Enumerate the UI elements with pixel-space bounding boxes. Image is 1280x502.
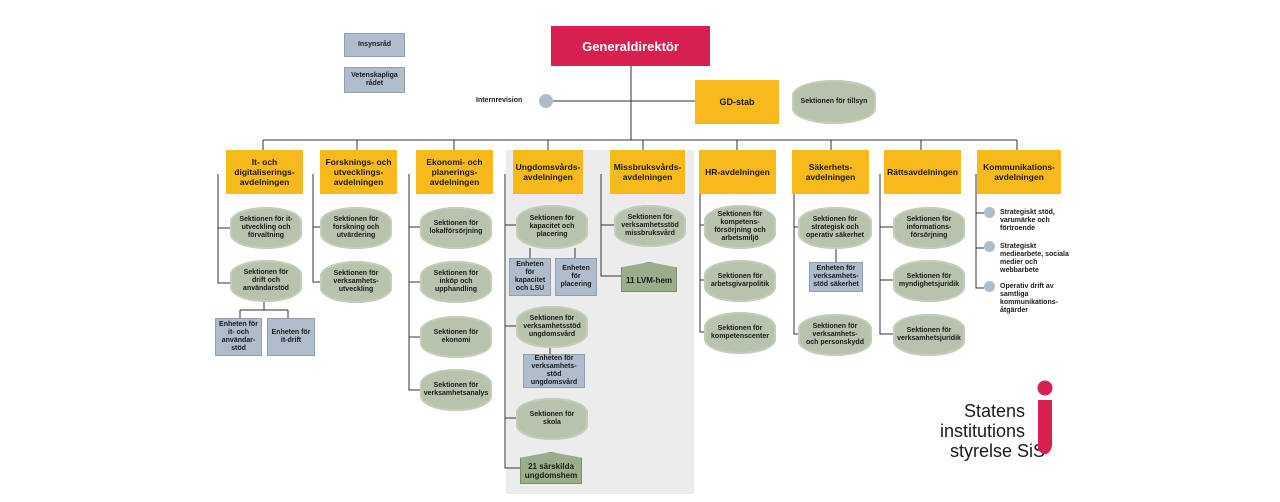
ung-unit-placering[interactable]: Enheten för placering	[555, 258, 597, 296]
sak-unit-verksamhetsstod[interactable]: Enheten för verksamhets-stöd säkerhet	[809, 262, 863, 292]
kom-item-2: Strategiskt mediearbete, sociala medier …	[1000, 243, 1069, 274]
kom-item-1: Strategiskt stöd, varumärke och förtroen…	[1000, 209, 1055, 232]
logo-i-mark-icon	[1037, 380, 1053, 455]
ung-section-skola[interactable]: Sektionen för skola	[516, 398, 588, 440]
dept-it[interactable]: It- och digitaliserings-avdelningen	[226, 150, 303, 194]
gd-stab-box[interactable]: GD-stab	[695, 80, 779, 124]
kom-item-3: Operativ drift av samtliga kommunikation…	[1000, 283, 1058, 314]
dept-ekonomi[interactable]: Ekonomi- och planerings-avdelningen	[416, 150, 493, 194]
ratt-section-myndighetsjuridik[interactable]: Sektionen för myndighetsjuridik	[893, 260, 965, 302]
hr-section-arbetsgivarpolitik[interactable]: Sektionen för arbetsgivarpolitik	[704, 260, 776, 302]
sak-section-strategisk[interactable]: Sektionen för strategisk och operativ sä…	[798, 207, 872, 249]
internrevision-label: Internrevision	[476, 97, 523, 104]
mis-homes[interactable]: 11 LVM-hem	[621, 262, 677, 292]
vetenskapliga-radet-box[interactable]: Vetenskapliga rådet	[344, 67, 405, 93]
ratt-section-verksamhetsjuridik[interactable]: Sektionen för verksamhetsjuridik	[893, 314, 965, 356]
ung-unit-verksamhetsstod[interactable]: Enheten för verksamhets-stöd ungdomsvård	[523, 354, 585, 388]
ung-unit-kapacitet-lsu[interactable]: Enheten för kapacitet och LSU	[509, 258, 551, 296]
eko-section-analys[interactable]: Sektionen för verksamhetsanalys	[420, 369, 492, 411]
dept-missbruksvard[interactable]: Missbruksvårds-avdelningen	[610, 150, 685, 194]
insynsrad-box[interactable]: Insynsråd	[344, 33, 405, 57]
dept-hr[interactable]: HR-avdelningen	[699, 150, 776, 194]
fou-section-utveckling[interactable]: Sektionen för verksamhets-utveckling	[320, 261, 392, 303]
kom-dot-1	[984, 207, 995, 218]
ratt-section-information[interactable]: Sektionen för informations-försörjning	[893, 207, 965, 249]
dept-sakerhet[interactable]: Säkerhets-avdelningen	[792, 150, 869, 194]
eko-section-lokal[interactable]: Sektionen för lokalförsörjning	[420, 207, 492, 249]
ung-homes[interactable]: 21 särskilda ungdomshem	[520, 452, 582, 484]
generaldirektor-box[interactable]: Generaldirektör	[551, 26, 710, 66]
it-section-utveckling[interactable]: Sektionen för it-utveckling och förvaltn…	[230, 207, 302, 249]
it-section-drift[interactable]: Sektionen för drift och användarstöd	[230, 260, 302, 302]
mis-section-verksamhetsstod[interactable]: Sektionen för verksamhetsstöd missbruksv…	[614, 205, 686, 247]
dept-ratt[interactable]: Rättsavdelningen	[884, 150, 961, 194]
logo-line-3: styrelse SiS	[950, 441, 1046, 461]
dept-kommunikation[interactable]: Kommunikations-avdelningen	[977, 150, 1061, 194]
it-unit-drift[interactable]: Enheten för it-drift	[267, 318, 315, 356]
kom-dot-3	[984, 281, 995, 292]
eko-section-ekonomi[interactable]: Sektionen för ekonomi	[420, 316, 492, 358]
internrevision-dot[interactable]	[539, 94, 553, 108]
hr-section-kompetenscenter[interactable]: Sektionen för kompetenscenter	[704, 312, 776, 354]
sis-logo: Statens institutions styrelse SiS	[930, 380, 1060, 462]
logo-line-1: Statens	[964, 401, 1026, 421]
hr-section-kompetensforsorjning[interactable]: Sektionen för kompetens-försörjning och …	[704, 205, 776, 249]
eko-section-inkop[interactable]: Sektionen för inköp och upphandling	[420, 261, 492, 303]
dept-fou[interactable]: Forsknings- och utvecklings-avdelningen	[320, 150, 397, 194]
tillsyn-section[interactable]: Sektionen för tillsyn	[792, 80, 876, 124]
kom-dot-2	[984, 241, 995, 252]
dept-ungdomsvard[interactable]: Ungdomsvårds-avdelningen	[513, 150, 583, 194]
fou-section-forskning[interactable]: Sektionen för forskning och utvärdering	[320, 207, 392, 249]
sak-section-personskydd[interactable]: Sektionen för verksamhets- och personsky…	[798, 314, 872, 356]
ung-section-kapacitet[interactable]: Sektionen för kapacitet och placering	[516, 205, 588, 249]
it-unit-anvandarstod[interactable]: Enheten för it- och användar-stöd	[215, 318, 262, 356]
logo-line-2: institutions	[940, 421, 1026, 441]
ung-section-verksamhetsstod[interactable]: Sektionen för verksamhetsstöd ungdomsvår…	[516, 306, 588, 348]
